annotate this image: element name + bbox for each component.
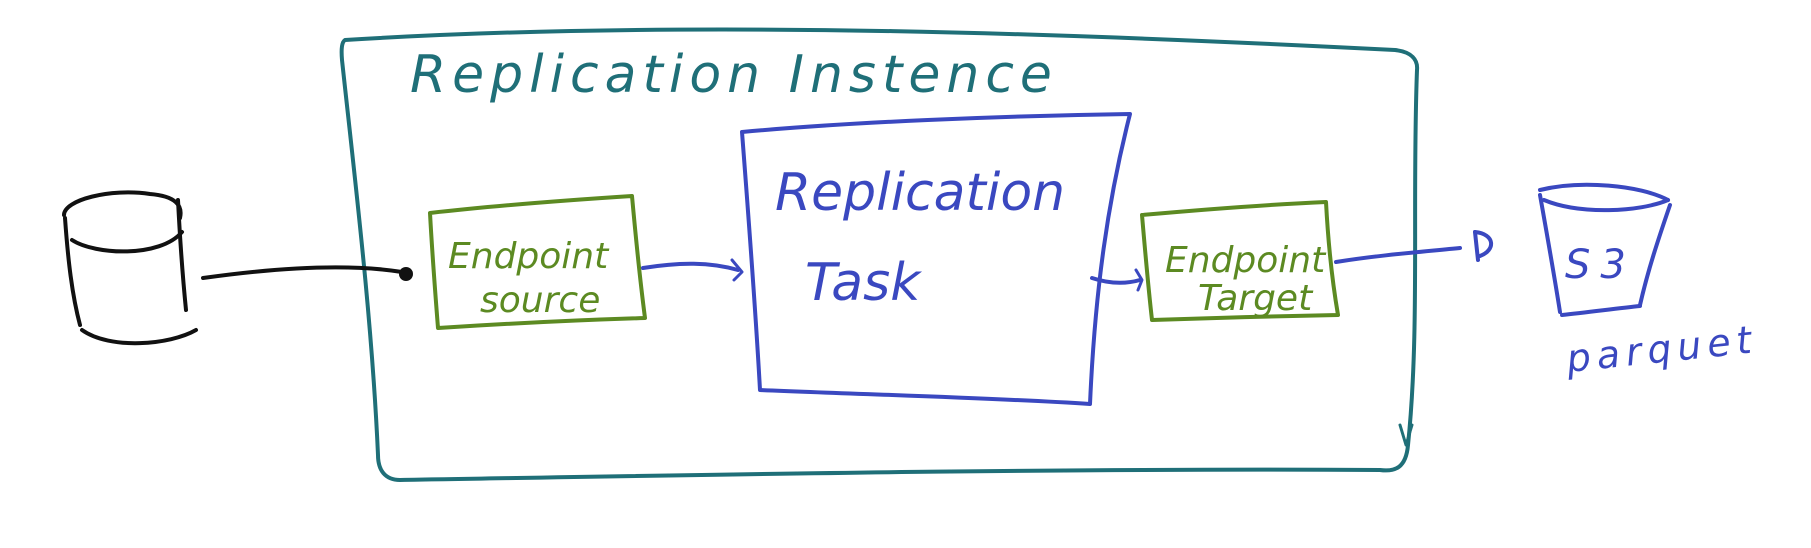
endpoint-source-line2: source bbox=[480, 280, 600, 321]
connector-endpoint-target-to-s3 bbox=[1334, 230, 1493, 264]
connector-task-to-endpoint-target bbox=[1090, 268, 1144, 292]
endpoint-target-line1: Endpoint bbox=[1165, 240, 1327, 281]
connector-db-to-endpoint-source bbox=[201, 265, 413, 281]
connector-endpoint-source-to-task bbox=[641, 258, 744, 282]
endpoint-target-box: Endpoint Target bbox=[1140, 200, 1340, 322]
replication-instance-tick bbox=[1398, 423, 1414, 447]
bucket-icon: S3 bbox=[1538, 182, 1672, 317]
database-cylinder-icon bbox=[62, 190, 198, 346]
replication-instance-label: Replication Instence bbox=[410, 45, 1058, 105]
endpoint-source-line1: Endpoint bbox=[448, 236, 610, 277]
replication-task-box: Replication Task bbox=[740, 112, 1132, 406]
s3-caption: parquet bbox=[1563, 317, 1759, 381]
replication-task-line2: Task bbox=[805, 253, 922, 313]
replication-task-line1: Replication bbox=[775, 163, 1065, 223]
endpoint-source-box: Endpoint source bbox=[428, 194, 647, 330]
endpoint-target-line2: Target bbox=[1198, 278, 1314, 319]
replication-instance-box: Replication Instence bbox=[339, 27, 1420, 482]
replication-instance-border bbox=[339, 27, 1420, 482]
s3-label: S3 bbox=[1565, 242, 1636, 288]
